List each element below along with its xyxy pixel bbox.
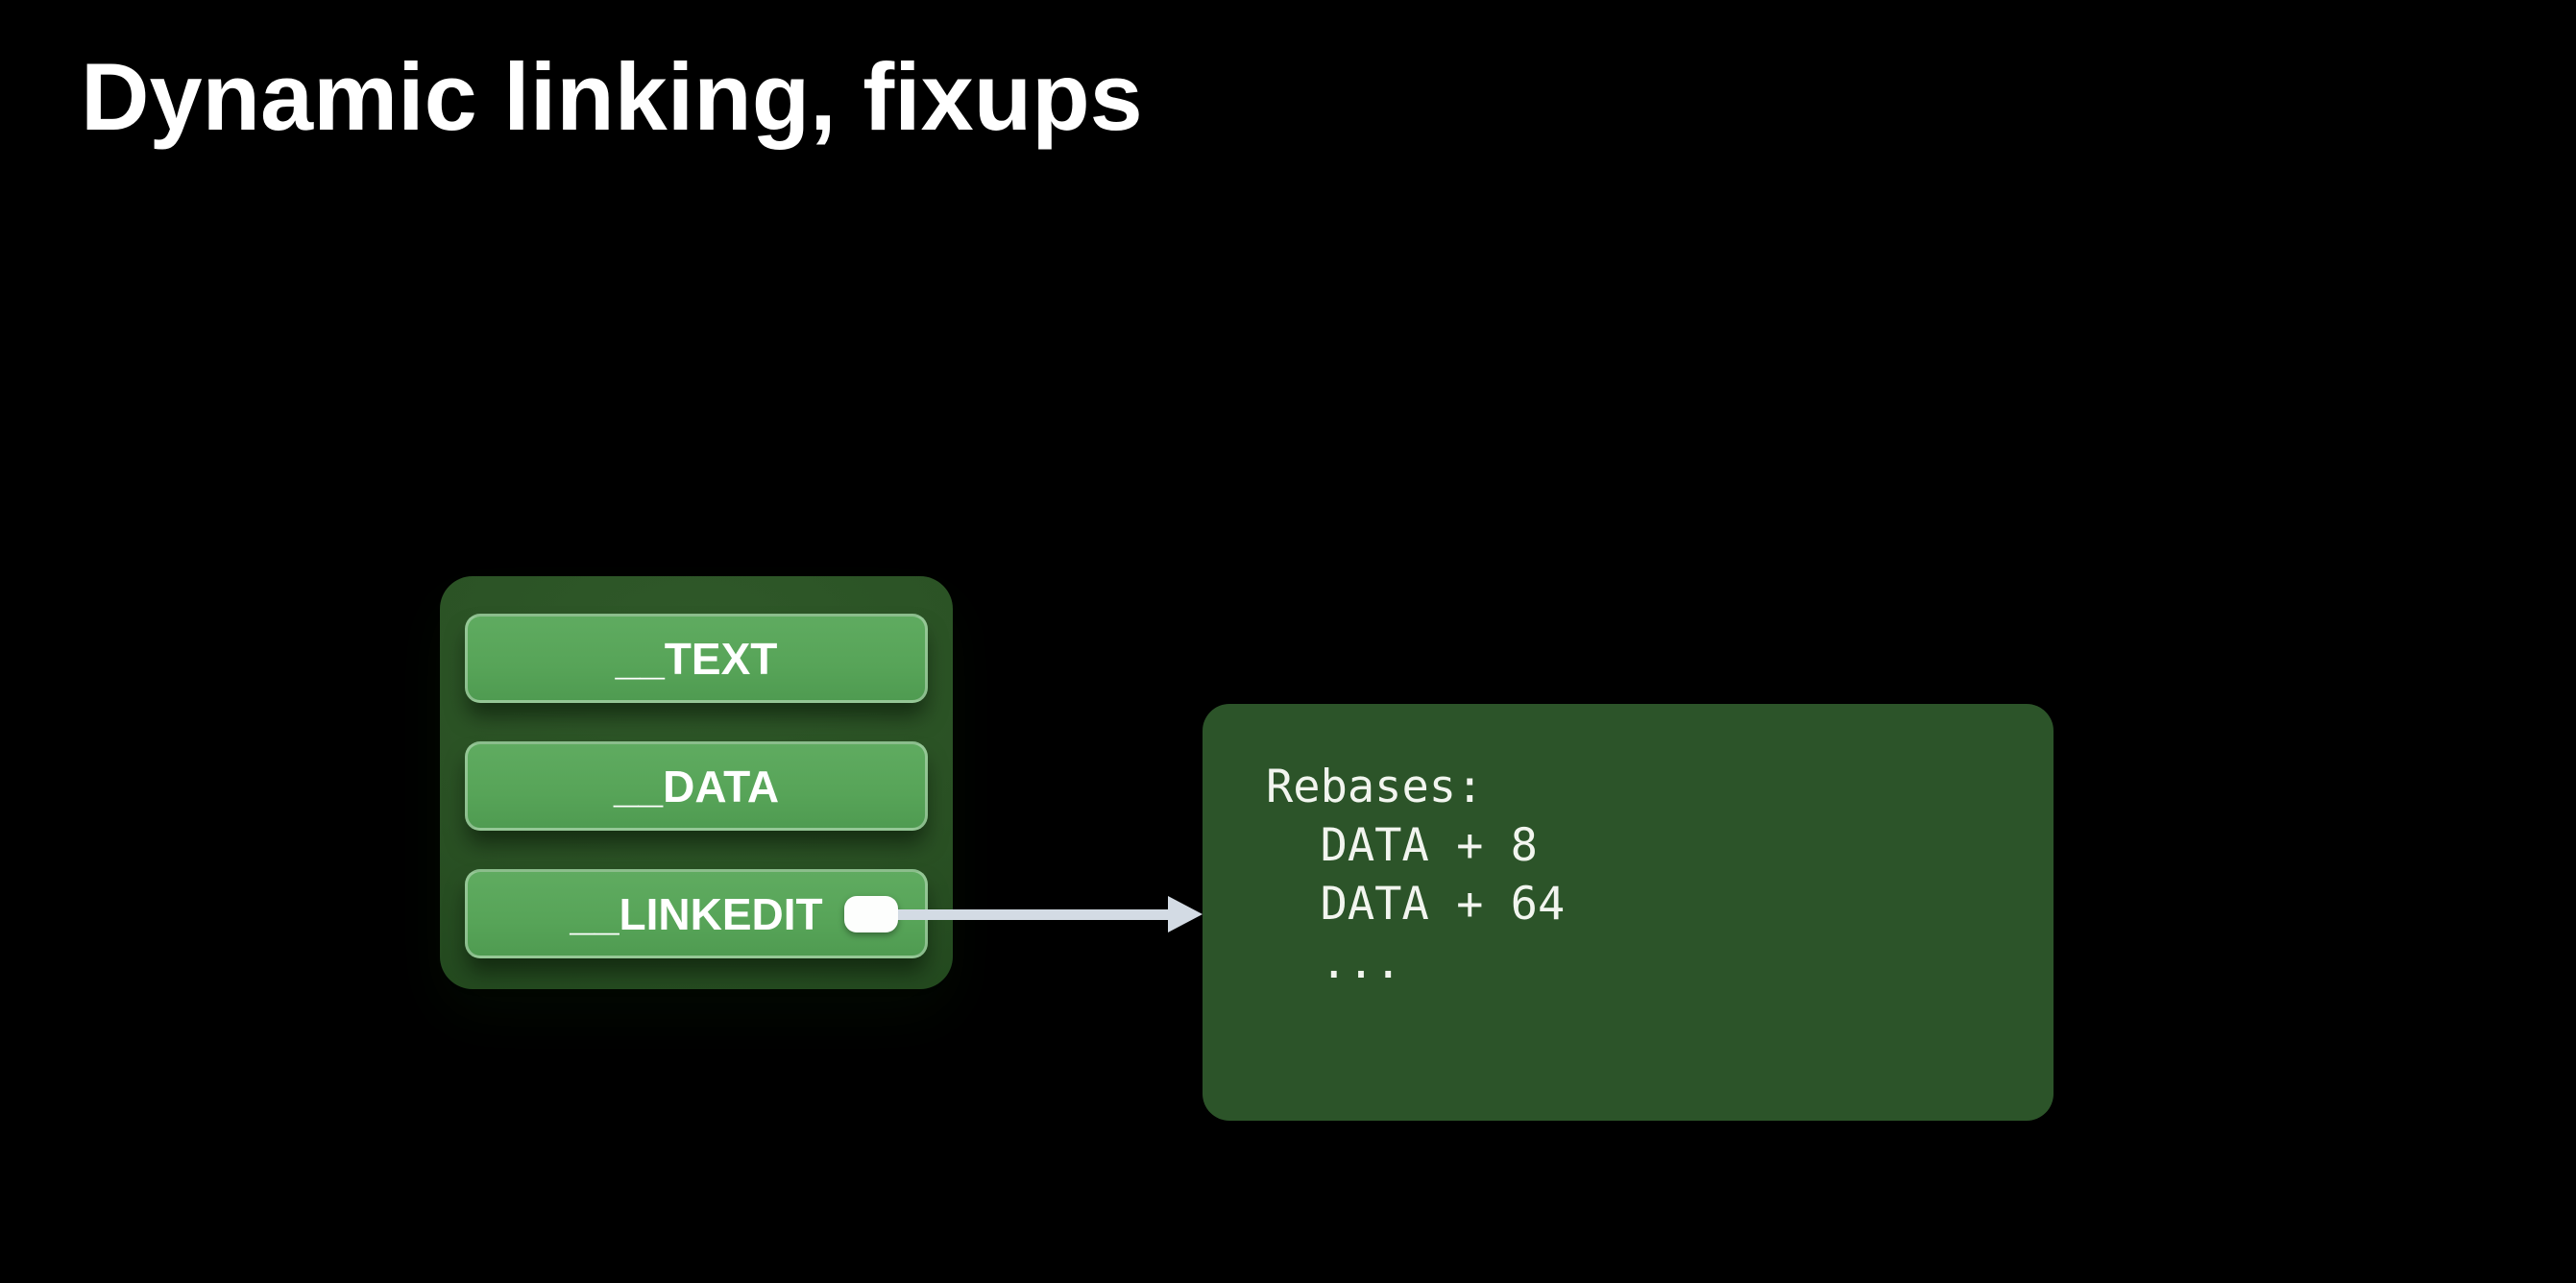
segment-linkedit-label: __LINKEDIT	[570, 888, 823, 939]
segment-data: __DATA	[465, 741, 928, 831]
rebases-ellipsis-line: ...	[1266, 936, 1402, 989]
segment-data-label: __DATA	[613, 761, 780, 811]
linkedit-anchor-pill	[844, 895, 898, 932]
rebases-box: Rebases: DATA + 8 DATA + 64 ...	[1203, 704, 2054, 1121]
segment-text-label: __TEXT	[615, 633, 778, 684]
macho-segments-container: __TEXT __DATA __LINKEDIT	[440, 576, 953, 989]
segment-text: __TEXT	[465, 614, 928, 703]
rebases-entry-line: DATA + 64	[1266, 878, 1566, 931]
connector-arrow-head-icon	[1168, 896, 1203, 932]
rebases-entry-line: DATA + 8	[1266, 819, 1538, 872]
connector-arrow-line	[898, 909, 1169, 920]
slide-title: Dynamic linking, fixups	[81, 43, 1143, 150]
segment-linkedit: __LINKEDIT	[465, 869, 928, 958]
rebases-heading-line: Rebases:	[1266, 761, 1484, 813]
